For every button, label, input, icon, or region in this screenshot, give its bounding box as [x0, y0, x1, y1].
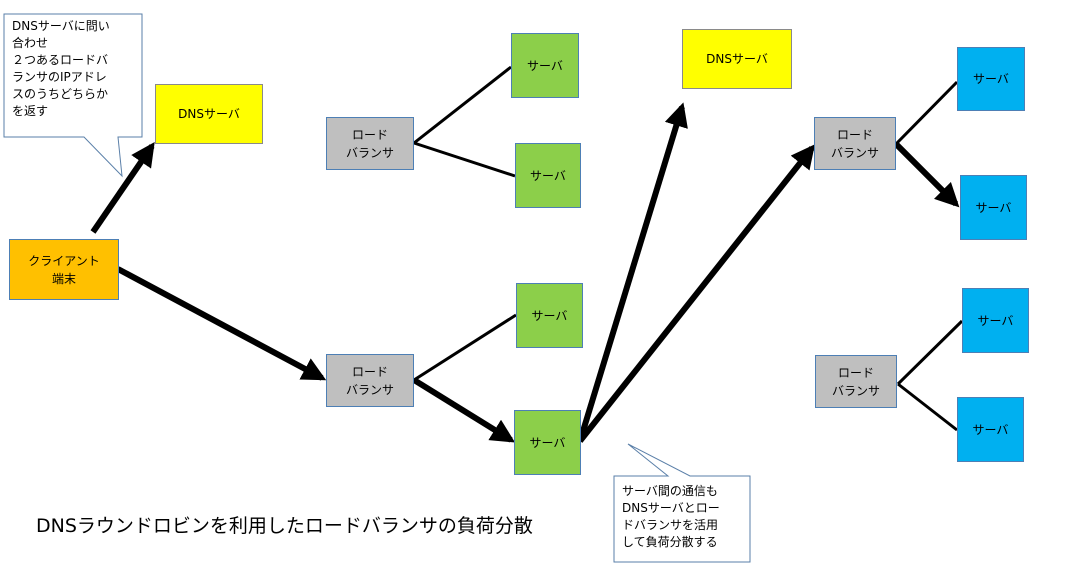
- callout-top-text: DNSサーバに問い 合わせ ２つあるロードバ ランサのIPアドレ スのうちどちら…: [12, 19, 110, 118]
- line-lb2-to-server-c: [413, 313, 517, 382]
- line-lb3-to-server-e: [894, 80, 959, 146]
- line-lb1-to-server-b: [413, 141, 516, 178]
- arrow-server-to-dns2: [577, 102, 688, 442]
- line-lb1-to-server-a: [413, 65, 512, 145]
- server-a: サーバ: [511, 33, 579, 98]
- dns-server-1: DNSサーバ: [155, 84, 263, 144]
- line-lb4-to-server-h: [897, 382, 958, 432]
- callout-bottom-text: サーバ間の通信も DNSサーバとロー ドバランサを活用 して負荷分散する: [622, 484, 720, 549]
- load-balancer-3: ロード バランサ: [814, 117, 896, 170]
- arrow-client-to-dns: [90, 142, 155, 234]
- load-balancer-2: ロード バランサ: [326, 354, 414, 407]
- server-f: サーバ: [960, 175, 1027, 240]
- server-b: サーバ: [515, 143, 581, 208]
- arrow-lb2-to-server: [412, 377, 516, 443]
- arrow-server-to-lb3: [577, 144, 815, 443]
- server-c: サーバ: [516, 283, 583, 348]
- diagram-caption: DNSラウンドロビンを利用したロードバランサの負荷分散: [36, 515, 533, 537]
- client-terminal: クライアント 端末: [9, 239, 119, 300]
- callout-bottom-bubble: [613, 443, 751, 563]
- server-d: サーバ: [514, 410, 581, 475]
- arrow-lb3-to-server-f: [893, 141, 960, 208]
- server-g: サーバ: [962, 288, 1029, 353]
- callout-top-bubble: [3, 13, 143, 178]
- server-e: サーバ: [957, 47, 1025, 111]
- server-h: サーバ: [957, 397, 1024, 462]
- line-lb4-to-server-g: [896, 319, 964, 386]
- arrow-client-to-lb2: [116, 266, 327, 381]
- load-balancer-4: ロード バランサ: [815, 355, 897, 408]
- load-balancer-1: ロード バランサ: [326, 117, 414, 170]
- dns-server-2: DNSサーバ: [682, 29, 792, 89]
